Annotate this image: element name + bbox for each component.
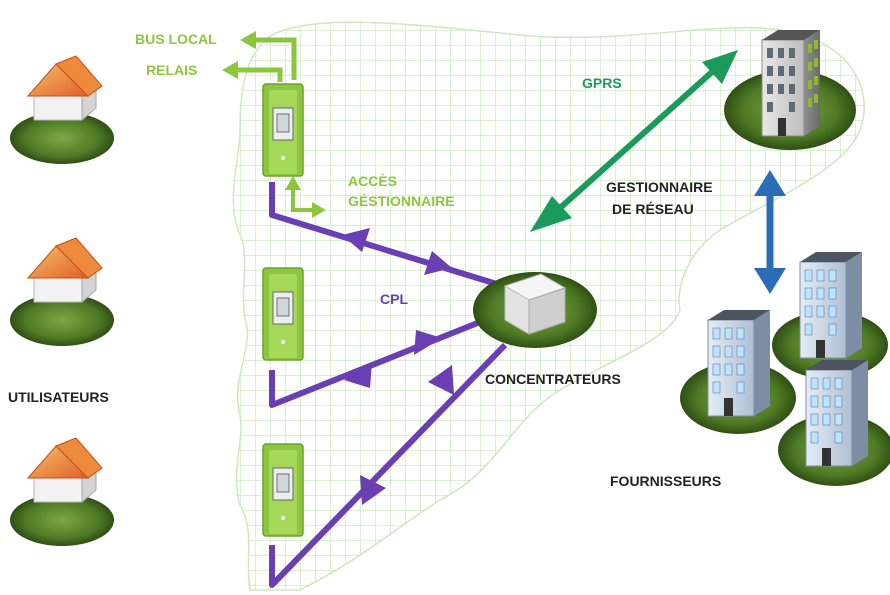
gestionnaire-label-line2: DE RÉSEAU <box>612 201 694 217</box>
relais-label: RELAIS <box>146 62 197 78</box>
acces-arrowhead <box>312 202 326 218</box>
house-icon <box>9 55 115 165</box>
smart-meter-icon <box>262 443 304 537</box>
house-icon <box>9 237 115 347</box>
concentrateurs-label: CONCENTRATEURS <box>485 371 621 387</box>
gestionnaire-fournisseurs-arrow <box>754 170 786 294</box>
gestionnaire-label-line1: GESTIONNAIRE <box>606 179 713 195</box>
bus-local-connector <box>255 37 297 80</box>
bus-local-arrowhead <box>240 31 256 49</box>
gprs-label: GPRS <box>582 75 622 91</box>
office-building-icon <box>805 359 869 467</box>
bus-local-label: BUS LOCAL <box>135 31 217 47</box>
fournisseurs-label: FOURNISSEURS <box>610 473 721 489</box>
cpl-lines <box>269 182 508 588</box>
acces-up-arrowhead <box>285 176 301 190</box>
smart-meter-icon <box>262 83 304 177</box>
office-building-icon <box>707 309 771 417</box>
acces-label-line2: GÉSTIONNAIRE <box>348 193 455 209</box>
office-building-icon <box>799 251 863 359</box>
cpl-arrowheads <box>342 228 454 505</box>
fournisseurs-buildings <box>680 251 890 486</box>
relais-connector <box>238 67 283 82</box>
acces-gestionnaire-connector <box>291 188 312 212</box>
gestionnaire-building-icon <box>724 29 856 150</box>
cpl-label: CPL <box>380 291 408 307</box>
acces-label-line1: ACCÈS <box>348 173 397 189</box>
gprs-arrow <box>530 50 738 232</box>
utilisateurs-label: UTILISATEURS <box>8 389 109 405</box>
concentrator-cube-icon <box>473 272 597 348</box>
relais-arrowhead <box>222 61 238 79</box>
smart-meter-icon <box>262 267 304 361</box>
house-icon <box>9 437 115 547</box>
